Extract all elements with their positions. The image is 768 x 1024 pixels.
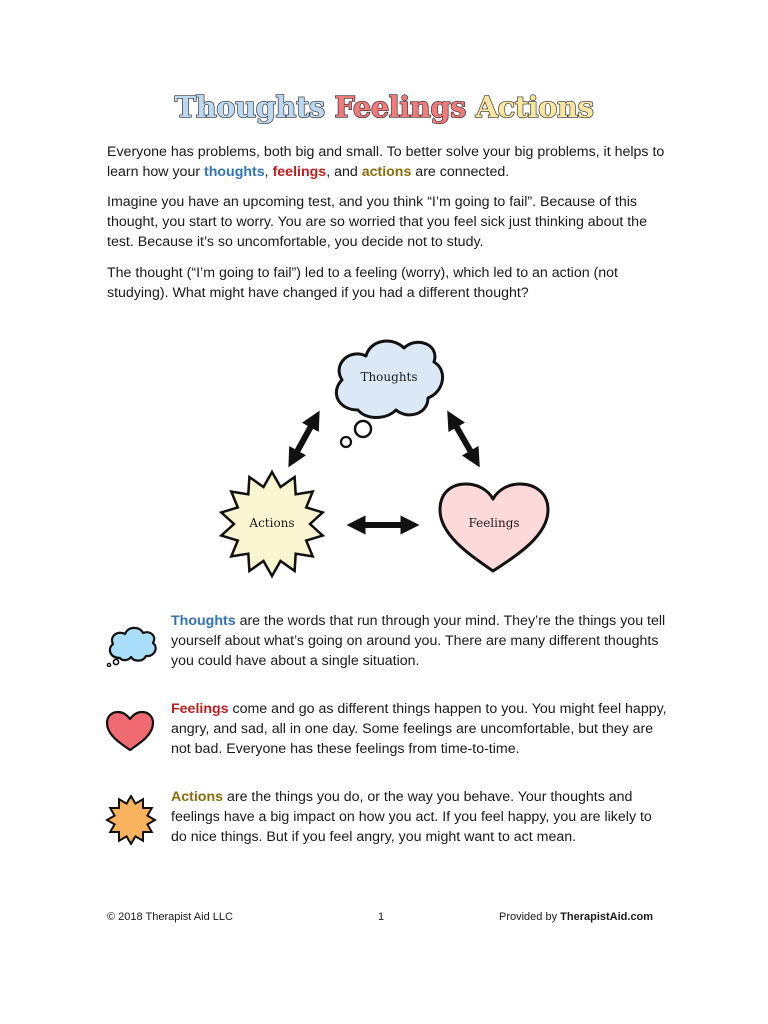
page-title: Thoughts Feelings Actions — [0, 89, 768, 124]
legend-actions-text: Actions are the things you do, or the wa… — [171, 787, 671, 847]
footer-page-number: 1 — [378, 911, 385, 923]
thoughts-feelings-actions-diagram: Thoughts Feelings Actions — [218, 339, 550, 579]
keyword-feelings: Feelings — [171, 701, 229, 717]
legend-description: are the things you do, or the way you be… — [171, 789, 652, 845]
intro-text: , and — [326, 164, 362, 180]
heart-icon: Feelings — [438, 482, 550, 573]
intro-text: Everyone has problems, both big and smal… — [107, 144, 665, 180]
title-thoughts: Thoughts — [174, 89, 326, 124]
keyword-thoughts: thoughts — [204, 164, 265, 180]
intro-text: are connected. — [411, 164, 510, 180]
diagram-label-feelings: Feelings — [468, 516, 519, 530]
keyword-actions: Actions — [171, 789, 224, 805]
keyword-actions: actions — [361, 164, 412, 180]
thought-cloud-icon: Thoughts — [335, 339, 444, 449]
keyword-feelings: feelings — [272, 164, 327, 180]
small-cloud-icon — [106, 626, 157, 667]
starburst-icon: Actions — [218, 469, 326, 579]
intro-text: , — [264, 164, 273, 180]
footer-provided-by: Provided by TherapistAid.com — [499, 911, 653, 923]
double-arrow-icon — [447, 410, 480, 468]
title-feelings: Feelings — [334, 89, 467, 124]
intro-paragraph-1: Everyone has problems, both big and smal… — [107, 142, 667, 182]
legend-feelings-text: Feelings come and go as different things… — [171, 699, 671, 759]
legend-description: come and go as different things happen t… — [171, 701, 667, 757]
diagram-label-thoughts: Thoughts — [360, 370, 417, 384]
small-heart-icon — [105, 710, 155, 752]
footer-provided-label: Provided by — [499, 911, 561, 923]
legend-thoughts-text: Thoughts are the words that run through … — [171, 611, 671, 671]
footer-brand-link[interactable]: TherapistAid.com — [560, 911, 654, 923]
intro-paragraph-3: The thought (“I’m going to fail”) led to… — [107, 265, 618, 301]
small-starburst-icon — [105, 795, 157, 845]
diagram-label-actions: Actions — [248, 516, 294, 530]
intro-paragraph-2: Imagine you have an upcoming test, and y… — [107, 194, 647, 250]
title-actions: Actions — [475, 89, 595, 124]
legend-description: are the words that run through your mind… — [171, 613, 666, 669]
footer-copyright: © 2018 Therapist Aid LLC — [107, 911, 233, 923]
double-arrow-icon — [288, 410, 320, 468]
keyword-thoughts: Thoughts — [171, 613, 236, 629]
